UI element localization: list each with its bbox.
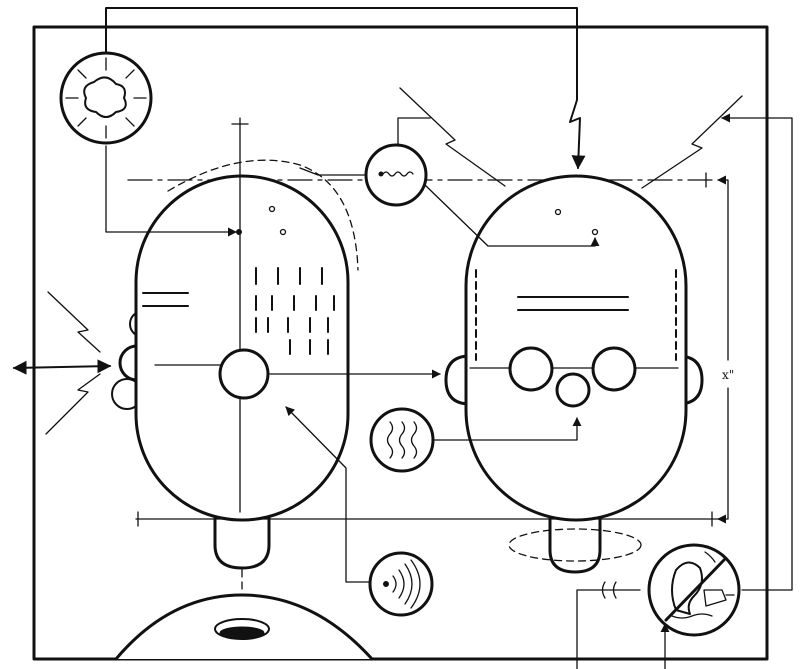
right-head-nose: [555, 372, 591, 408]
left-head-dot-1: [268, 205, 276, 213]
left-head-target-dot: [236, 229, 242, 235]
lightning-center-top: [399, 87, 506, 187]
sound-to-left-eye-arrow: [285, 406, 371, 583]
left-side-double-arrow: [12, 359, 112, 375]
right-head-eye-right: [591, 346, 637, 392]
smell-to-nose-arrow: [432, 417, 582, 441]
right-head-dot-1: [554, 208, 562, 216]
left-head-hair-marks: [255, 267, 335, 355]
bottom-left-lead: [576, 589, 641, 669]
lightning-top-left: [47, 291, 101, 353]
left-neck: [213, 512, 271, 570]
wave-signal-icon: [364, 143, 428, 207]
wave-to-left-arc-connector: [299, 167, 369, 176]
vertical-dimension-lower: [717, 387, 729, 524]
right-head-ear-left: [444, 354, 472, 406]
heat-waves-icon: [369, 407, 435, 473]
lightning-right-top: [641, 95, 743, 189]
left-head: [111, 117, 359, 570]
vertical-dimension-upper: [717, 175, 729, 361]
outer-frame: [32, 25, 769, 661]
right-neck-rotation-ellipse: [508, 528, 642, 562]
no-hearing-icon: [647, 543, 741, 637]
left-head-eye: [218, 348, 270, 400]
left-head-outline: [134, 174, 350, 522]
burst-icon: [59, 51, 153, 145]
right-head-outline: [464, 174, 688, 522]
no-hearing-route-right: [721, 113, 793, 591]
vertical-dimension-label: x": [722, 368, 734, 382]
wave-to-right-head-arrow: [424, 184, 600, 247]
right-neck: [548, 513, 602, 574]
wave-circle-zigzag-link: [397, 117, 431, 146]
right-head: [444, 174, 704, 574]
right-head-dot-2: [591, 228, 599, 236]
ear-wave-marks: [601, 581, 617, 599]
burst-to-left-head-arrow: [105, 145, 237, 237]
lightning-bottom-left: [45, 373, 101, 435]
left-head-dot-2: [279, 228, 287, 236]
right-head-eye-left: [508, 346, 554, 392]
left-head-dashed-arc: [167, 159, 359, 271]
top-route-line: [105, 7, 586, 170]
sound-waves-icon: [368, 551, 434, 617]
bottom-dome-hole-inner: [219, 626, 265, 640]
